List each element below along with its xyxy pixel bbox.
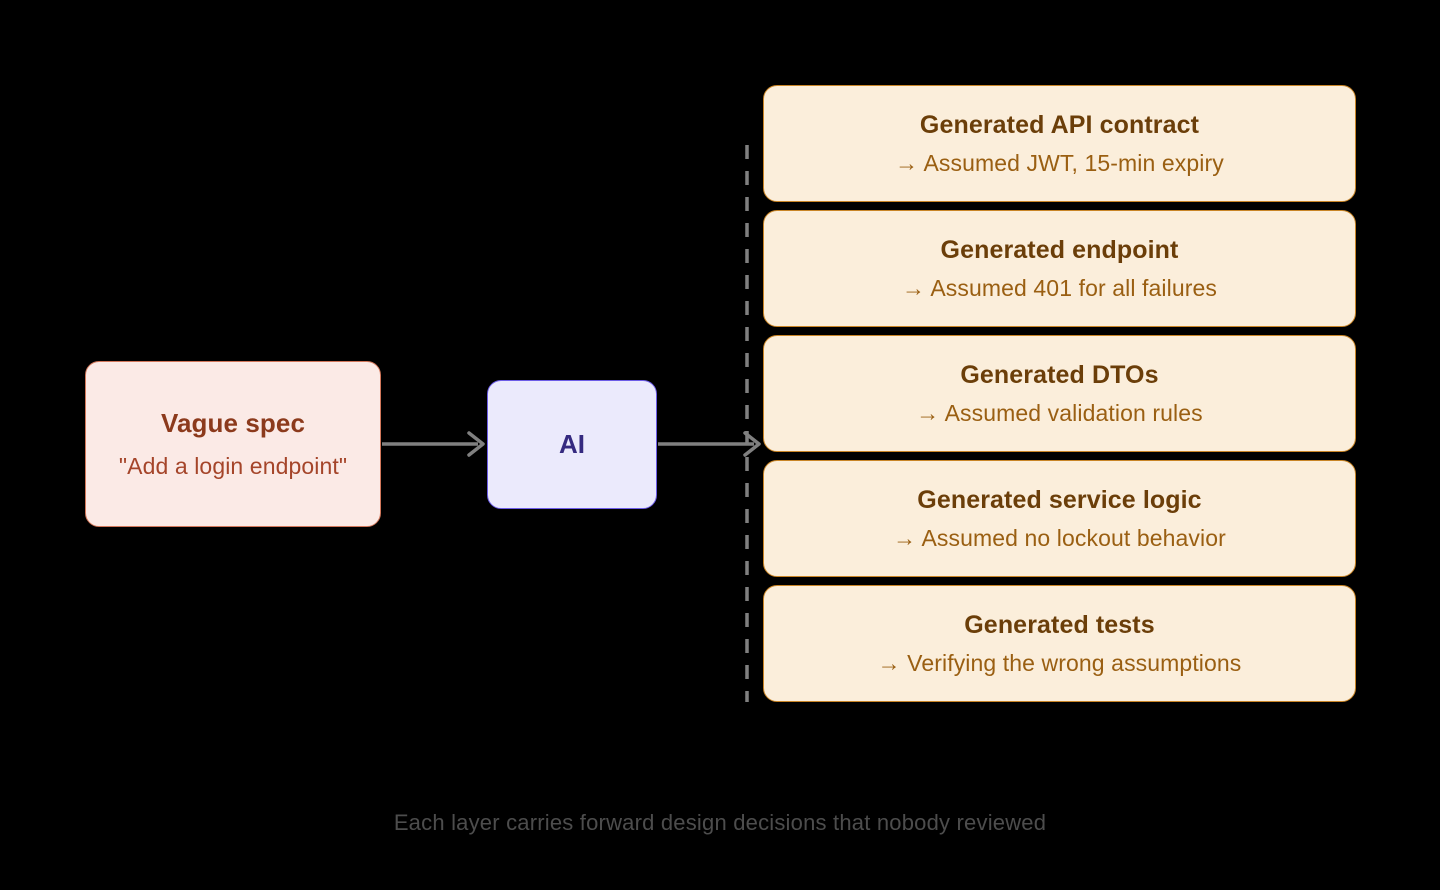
- node-generated-tests[interactable]: Generated tests → Verifying the wrong as…: [763, 585, 1356, 702]
- arrow-spec-to-ai-head: [467, 431, 485, 457]
- node-assumption: → Assumed no lockout behavior: [893, 524, 1226, 551]
- node-ai[interactable]: AI: [487, 380, 657, 509]
- node-ai-title: AI: [559, 429, 585, 459]
- node-vague-spec[interactable]: Vague spec "Add a login endpoint": [85, 361, 381, 527]
- node-title: Generated DTOs: [960, 360, 1159, 389]
- node-generated-dtos[interactable]: Generated DTOs → Assumed validation rule…: [763, 335, 1356, 452]
- node-title: Generated endpoint: [940, 235, 1179, 264]
- node-generated-service-logic[interactable]: Generated service logic → Assumed no loc…: [763, 460, 1356, 577]
- diagram-caption: Each layer carries forward design decisi…: [393, 810, 1047, 835]
- node-assumption: → Assumed JWT, 15-min expiry: [895, 149, 1224, 176]
- node-generated-api-contract[interactable]: Generated API contract → Assumed JWT, 15…: [763, 85, 1356, 202]
- node-assumption: → Verifying the wrong assumptions: [877, 649, 1242, 676]
- node-assumption: → Assumed 401 for all failures: [902, 274, 1217, 301]
- generated-output-stack: Generated API contract → Assumed JWT, 15…: [763, 85, 1356, 702]
- node-vague-spec-subtitle: "Add a login endpoint": [118, 453, 348, 479]
- node-generated-endpoint[interactable]: Generated endpoint → Assumed 401 for all…: [763, 210, 1356, 327]
- arrow-ai-to-outputs-head: [743, 431, 761, 457]
- node-assumption: → Assumed validation rules: [916, 399, 1203, 426]
- node-title: Generated API contract: [919, 110, 1200, 139]
- node-title: Generated service logic: [917, 485, 1202, 514]
- node-vague-spec-title: Vague spec: [160, 408, 306, 438]
- node-title: Generated tests: [964, 610, 1155, 639]
